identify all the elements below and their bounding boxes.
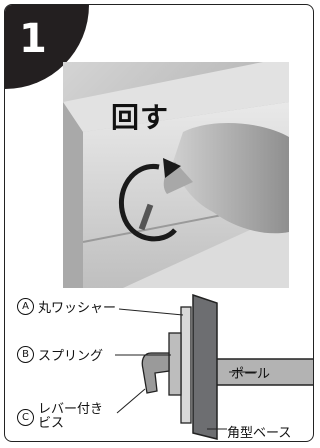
base-label: 角型ベース <box>227 422 291 441</box>
spring-shape <box>169 333 181 395</box>
part-b-name: スプリング <box>38 345 103 364</box>
instruction-card: 1 <box>4 4 314 442</box>
part-a-label: A 丸ワッシャー <box>17 297 116 316</box>
photo-illustration <box>63 62 289 288</box>
part-c-letter: C <box>17 409 34 426</box>
part-a-name: 丸ワッシャー <box>38 297 116 316</box>
instruction-photo: 回す <box>63 62 289 288</box>
part-c-name-line1: レバー付き <box>38 402 103 417</box>
washer-shape <box>181 307 191 423</box>
parts-diagram: A 丸ワッシャー B スプリング C レバー付き ビス ポール 角型ベース <box>5 289 314 442</box>
part-b-label: B スプリング <box>17 345 103 364</box>
part-c-label: C レバー付き ビス <box>17 403 103 431</box>
base-plate-shape <box>193 295 217 439</box>
lever-screw-shape <box>142 353 169 393</box>
pole-label: ポール <box>231 363 270 382</box>
part-a-letter: A <box>17 298 34 315</box>
step-number: 1 <box>19 19 47 59</box>
rotate-label: 回す <box>111 96 169 136</box>
part-c-name-line2: ビス <box>38 416 64 431</box>
part-b-letter: B <box>17 346 34 363</box>
